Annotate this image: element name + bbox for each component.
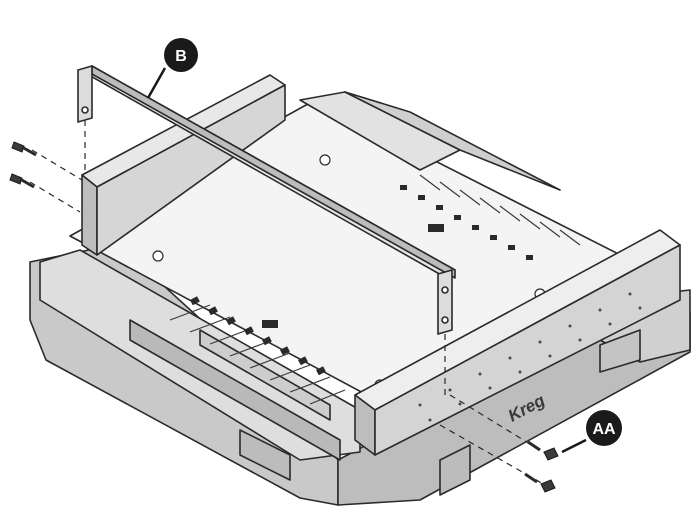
right-fence xyxy=(354,229,681,456)
right-fence-holes xyxy=(418,292,642,422)
screw-left-lower xyxy=(9,173,35,189)
miter-track-scale-front xyxy=(189,296,326,376)
callout-aa: AA xyxy=(561,410,622,454)
callout-b: B xyxy=(146,38,198,99)
deck-slots xyxy=(262,224,444,328)
front-rib-hatching xyxy=(169,304,346,405)
screw-left-upper xyxy=(11,141,37,157)
miter-track-scale-back xyxy=(400,185,533,260)
callout-b-label: B xyxy=(175,48,187,65)
callout-aa-label: AA xyxy=(592,421,616,438)
bar-b xyxy=(77,65,456,335)
screw-right-lower xyxy=(524,472,556,493)
sled-base xyxy=(29,91,691,506)
back-rib-hatching xyxy=(419,174,581,246)
screw-right-upper xyxy=(527,440,559,461)
left-fence xyxy=(81,74,286,256)
